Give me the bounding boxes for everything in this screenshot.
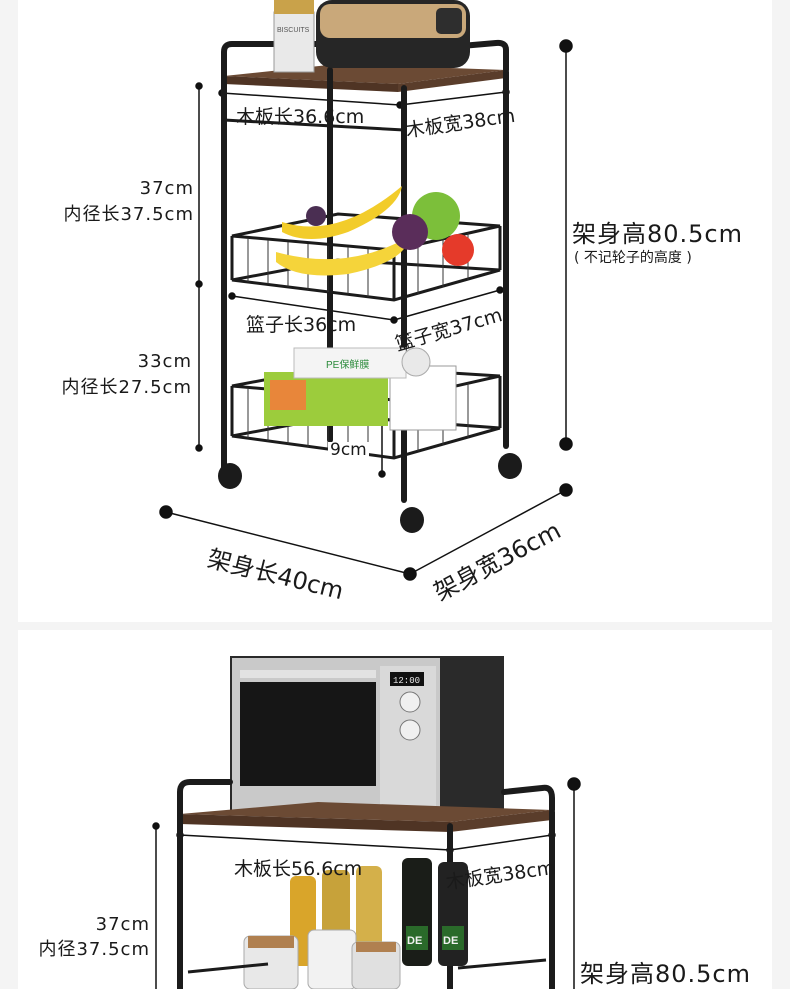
- body-height-label-2: 架身高80.5cm: [580, 960, 752, 988]
- wrap-box-text: PE保鲜膜: [326, 358, 369, 371]
- body-height-note: ( 不记轮子的高度 ): [574, 250, 692, 266]
- tier2-gap-label: 33cm: [137, 351, 192, 372]
- product-panel-3-tier-cart: BISCUITS: [18, 0, 772, 622]
- microwave-oven: [230, 656, 504, 812]
- tier1-gap-label: 37cm: [139, 178, 194, 199]
- rice-cooker: [316, 0, 470, 68]
- cart-microwave-illustration: 12:00 DE DE: [152, 656, 581, 989]
- microwave-display: 12:00: [393, 676, 420, 686]
- fruits: [276, 186, 474, 276]
- tier1-inner-length-label-2: 内径37.5cm: [38, 939, 150, 960]
- basket-3: [187, 958, 547, 974]
- basket-length-label: 篮子长36cm: [246, 314, 357, 336]
- tier1-inner-length-label: 内径长37.5cm: [63, 204, 194, 225]
- wheels: [218, 453, 522, 533]
- biscuit-tin-text: BISCUITS: [277, 27, 310, 34]
- wrap-boxes: [264, 347, 457, 431]
- basket-depth-label: 9cm: [328, 440, 369, 460]
- product-panel-microwave-cart: 12:00 DE DE: [18, 630, 772, 989]
- spice-jars: [243, 929, 401, 989]
- biscuit-tin: [273, 0, 315, 73]
- tier1-gap-label-2: 37cm: [95, 914, 150, 935]
- bottle-label-1: DE: [407, 935, 422, 947]
- tier2-inner-length-label: 内径长27.5cm: [61, 377, 192, 398]
- body-height-label: 架身高80.5cm: [572, 220, 744, 248]
- board-length-label: 木板长36.6cm: [236, 106, 365, 128]
- wood-board-2: [180, 802, 552, 822]
- cart-3-tier-illustration: BISCUITS: [159, 0, 573, 581]
- board-length-label-2: 木板长56.6cm: [234, 858, 363, 880]
- bottle-label-2: DE: [443, 935, 458, 947]
